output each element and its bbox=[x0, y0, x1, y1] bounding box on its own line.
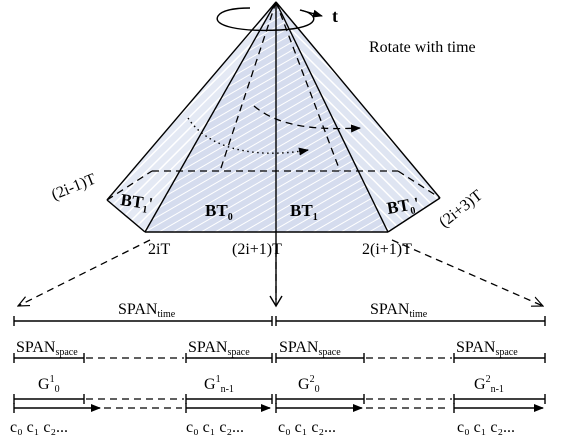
time-mark-right-outer: (2i+3)T bbox=[436, 187, 486, 231]
rotation-arrow bbox=[216, 7, 323, 32]
chunk-row bbox=[13, 403, 544, 413]
span-time-right: SPANtime bbox=[370, 301, 428, 320]
time-axis-label: t bbox=[332, 6, 338, 26]
span-space-1: SPANspace bbox=[16, 339, 78, 358]
span-space-row bbox=[13, 353, 546, 363]
face-label-bt0-prime: BT0' bbox=[385, 194, 421, 221]
chunks-3: c₀ c₁ c₂... bbox=[278, 419, 336, 436]
group-g2-n-1: G2n-1 bbox=[474, 374, 504, 395]
group-g1-n-1: G1n-1 bbox=[204, 374, 234, 395]
projection-center-head bbox=[269, 295, 283, 308]
span-time-row bbox=[13, 316, 546, 326]
chunks-4: c₀ c₁ c₂... bbox=[457, 419, 515, 436]
projection-arrow-left bbox=[18, 239, 151, 306]
span-time-left: SPANtime bbox=[118, 301, 176, 320]
group-g2-0: G20 bbox=[298, 374, 320, 395]
face-right-outer bbox=[276, 2, 440, 232]
dashed-motion-arrow bbox=[253, 105, 361, 133]
group-g1-0: G10 bbox=[38, 374, 60, 395]
time-mark-left: 2iT bbox=[148, 241, 170, 258]
face-left-outer bbox=[107, 2, 276, 232]
face-label-bt1: BT1 bbox=[290, 201, 318, 223]
span-space-4: SPANspace bbox=[456, 339, 518, 358]
span-space-3: SPANspace bbox=[279, 339, 341, 358]
groups-row bbox=[13, 394, 546, 404]
projection-arrow-right bbox=[391, 239, 543, 306]
rotate-caption: Rotate with time bbox=[369, 39, 476, 56]
span-space-2: SPANspace bbox=[188, 339, 250, 358]
chunks-2: c₀ c₁ c₂... bbox=[186, 419, 244, 436]
time-mark-left-outer: (2i-1)T bbox=[49, 171, 98, 204]
chunks-1: c₀ c₁ c₂... bbox=[10, 419, 68, 436]
face-label-bt0: BT0 bbox=[205, 201, 233, 223]
time-mark-center: (2i+1)T bbox=[232, 241, 282, 258]
dotted-motion-arrow bbox=[187, 117, 309, 156]
time-mark-right: 2(i+1)T bbox=[362, 241, 412, 258]
face-label-bt1-prime: BT1' bbox=[119, 190, 154, 216]
